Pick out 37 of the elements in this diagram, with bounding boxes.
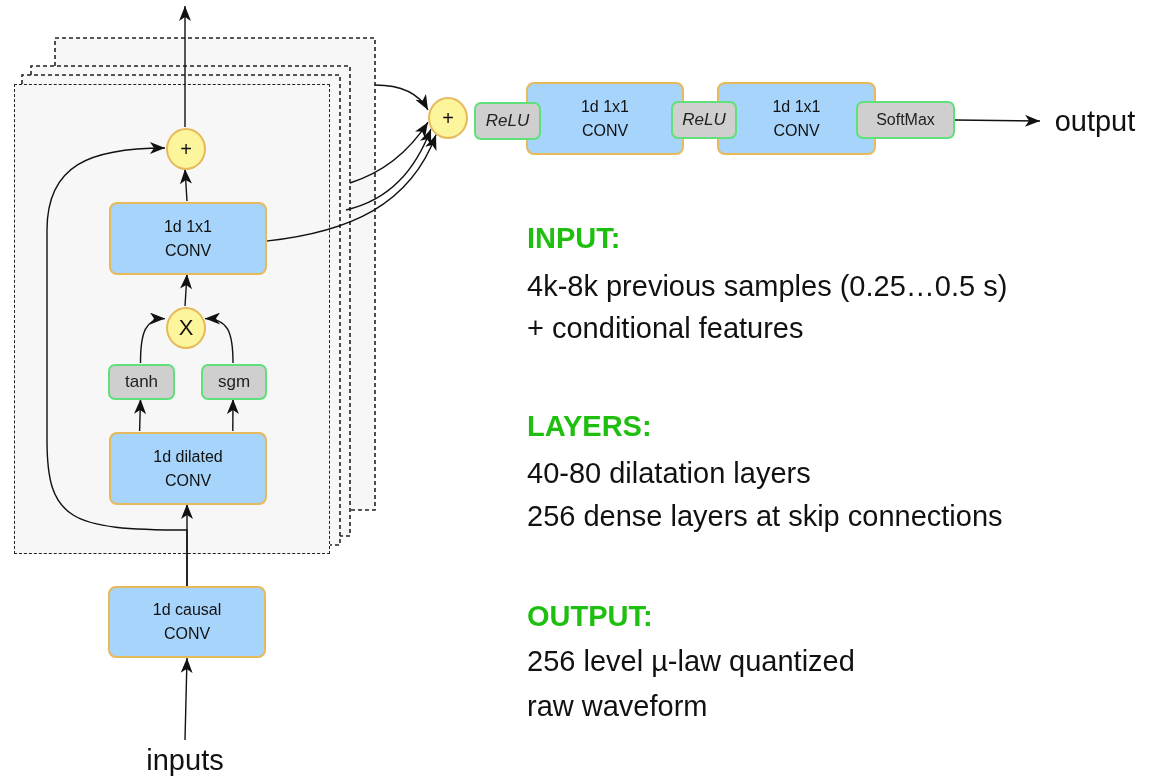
arrow bbox=[226, 398, 239, 432]
arrow bbox=[345, 128, 432, 211]
activation-block: sgm bbox=[201, 364, 267, 400]
section-heading: OUTPUT: bbox=[527, 600, 653, 633]
sum-node: + bbox=[428, 97, 468, 139]
arrow bbox=[349, 121, 429, 184]
arrow bbox=[139, 313, 166, 364]
activation-block: ReLU bbox=[474, 102, 541, 140]
sum-node: + bbox=[166, 128, 206, 170]
activation-block: ReLU bbox=[671, 101, 737, 139]
arrow bbox=[46, 142, 188, 587]
activation-block: tanh bbox=[108, 364, 175, 400]
description-text: + conditional features bbox=[527, 312, 804, 345]
conv-block: 1d dilated CONV bbox=[109, 432, 267, 505]
arrow bbox=[204, 313, 234, 364]
description-text: 40-80 dilatation layers bbox=[527, 457, 811, 490]
arrow bbox=[374, 84, 429, 111]
io-label: output bbox=[1040, 100, 1150, 142]
layer-panel bbox=[14, 84, 330, 554]
multiply-node: X bbox=[166, 307, 206, 349]
conv-block: 1d causal CONV bbox=[108, 586, 266, 658]
arrow bbox=[265, 134, 437, 242]
arrow bbox=[180, 273, 193, 307]
description-text: 256 level µ-law quantized bbox=[527, 645, 855, 678]
conv-block: 1d 1x1 CONV bbox=[109, 202, 267, 275]
description-text: raw waveform bbox=[527, 690, 708, 723]
arrow bbox=[954, 114, 1041, 127]
section-heading: LAYERS: bbox=[527, 410, 652, 443]
section-heading: INPUT: bbox=[527, 222, 621, 255]
arrow bbox=[179, 5, 191, 128]
description-text: 4k-8k previous samples (0.25…0.5 s) bbox=[527, 270, 1008, 303]
arrow bbox=[180, 657, 193, 741]
io-label: inputs bbox=[135, 740, 235, 779]
description-text: 256 dense layers at skip connections bbox=[527, 500, 1003, 533]
arrow bbox=[134, 398, 147, 432]
activation-block: SoftMax bbox=[856, 101, 955, 139]
arrow bbox=[179, 168, 192, 202]
